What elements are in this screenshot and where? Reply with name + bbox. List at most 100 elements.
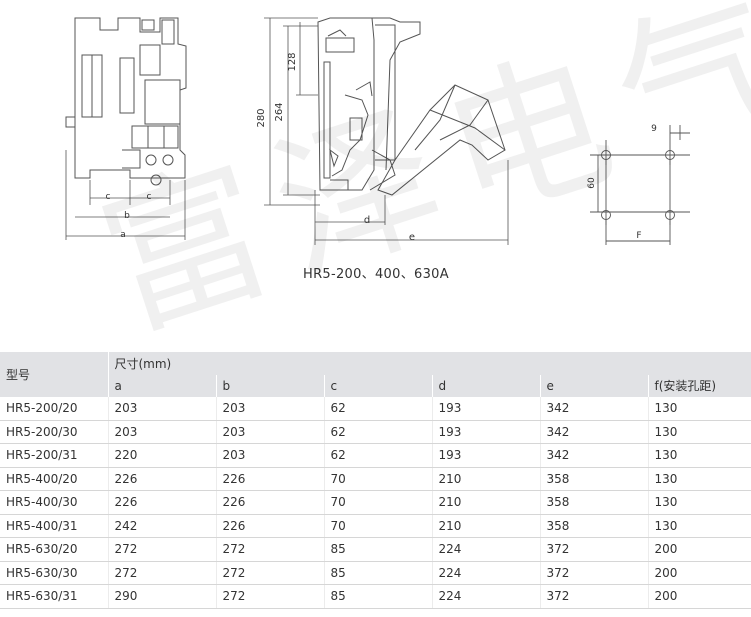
value-cell: 358	[539, 490, 648, 515]
dim-f-label: F	[636, 231, 641, 241]
side-view	[65, 17, 187, 186]
side-view-dims	[65, 150, 186, 240]
model-cell: HR5-630/30	[0, 561, 108, 585]
model-cell: HR5-400/30	[0, 490, 108, 515]
value-cell: 203	[107, 397, 216, 421]
value-cell: 70	[323, 467, 432, 491]
value-cell: 62	[323, 420, 432, 444]
value-cell: 372	[539, 561, 648, 585]
model-cell: HR5-200/30	[0, 420, 108, 444]
dim-9-label: 9	[651, 124, 657, 134]
value-cell: 224	[431, 561, 540, 585]
value-cell: 342	[539, 420, 648, 444]
value-cell: 130	[647, 420, 751, 444]
model-cell: HR5-400/20	[0, 467, 108, 491]
table-row: HR5-400/20 226 226 70 210 358 130	[0, 467, 751, 491]
table-row: HR5-200/31 220 203 62 193 342 130	[0, 443, 751, 468]
model-header: 型号	[0, 352, 109, 397]
drawing-caption: HR5-200、400、630A	[303, 267, 449, 282]
value-cell: 210	[431, 514, 540, 538]
value-cell: 193	[431, 443, 540, 468]
table-row: HR5-630/31 290 272 85 224 372 200	[0, 584, 751, 609]
dim-264-label: 264	[274, 102, 285, 121]
value-cell: 224	[431, 584, 540, 609]
value-cell: 203	[215, 443, 324, 468]
value-cell: 200	[647, 584, 751, 609]
value-cell: 242	[107, 514, 216, 538]
value-cell: 226	[215, 490, 324, 515]
value-cell: 85	[323, 561, 432, 585]
dim-d-label: d	[364, 215, 370, 226]
value-cell: 372	[539, 537, 648, 562]
table-header-row: 型号 尺寸(mm)	[0, 352, 751, 397]
value-cell: 342	[539, 397, 648, 421]
dim-c1-label: c	[106, 192, 111, 202]
dim-280-label: 280	[256, 108, 267, 127]
column-header-b: b	[215, 374, 324, 397]
value-cell: 272	[107, 537, 216, 562]
value-cell: 226	[215, 514, 324, 538]
value-cell: 226	[107, 490, 216, 515]
dim-a-label: a	[120, 230, 126, 240]
value-cell: 358	[539, 514, 648, 538]
value-cell: 130	[647, 397, 751, 421]
column-header-row: a b c d e f(安装孔距)	[0, 374, 751, 397]
column-header-a: a	[107, 374, 216, 397]
value-cell: 193	[431, 420, 540, 444]
model-cell: HR5-200/20	[0, 397, 108, 421]
value-cell: 130	[647, 490, 751, 515]
value-cell: 203	[215, 397, 324, 421]
table-row: HR5-630/20 272 272 85 224 372 200	[0, 537, 751, 562]
value-cell: 210	[431, 467, 540, 491]
value-cell: 342	[539, 443, 648, 468]
value-cell: 85	[323, 537, 432, 562]
main-view-dims	[264, 17, 509, 245]
column-header-e: e	[539, 374, 648, 397]
table-row: HR5-400/30 226 226 70 210 358 130	[0, 490, 751, 515]
dim-e-label: e	[409, 232, 415, 243]
value-cell: 226	[215, 467, 324, 491]
value-cell: 372	[539, 584, 648, 609]
dim-128-label: 128	[287, 52, 298, 71]
main-view	[317, 17, 506, 196]
value-cell: 226	[107, 467, 216, 491]
column-header-c: c	[323, 374, 432, 397]
model-cell: HR5-630/20	[0, 537, 108, 562]
value-cell: 85	[323, 584, 432, 609]
value-cell: 130	[647, 443, 751, 468]
column-header-d: d	[431, 374, 540, 397]
value-cell: 130	[647, 467, 751, 491]
technical-drawing: c c b a 280 264 128 d	[65, 17, 690, 245]
column-header-f: f(安装孔距)	[647, 374, 751, 397]
value-cell: 193	[431, 397, 540, 421]
table-row: HR5-400/31 242 226 70 210 358 130	[0, 514, 751, 538]
value-cell: 290	[107, 584, 216, 609]
value-cell: 70	[323, 514, 432, 538]
value-cell: 224	[431, 537, 540, 562]
model-cell: HR5-200/31	[0, 443, 108, 468]
value-cell: 203	[107, 420, 216, 444]
value-cell: 272	[215, 561, 324, 585]
value-cell: 272	[107, 561, 216, 585]
dimension-table: 型号 尺寸(mm) a b c d e f(安装孔距) HR5-200/20 2…	[0, 352, 751, 609]
value-cell: 130	[647, 514, 751, 538]
value-cell: 70	[323, 490, 432, 515]
model-cell: HR5-400/31	[0, 514, 108, 538]
mounting-holes-view	[590, 125, 690, 245]
value-cell: 62	[323, 397, 432, 421]
value-cell: 200	[647, 561, 751, 585]
dim-60-label: 60	[587, 177, 597, 189]
value-cell: 220	[107, 443, 216, 468]
dim-b-label: b	[124, 211, 130, 221]
value-cell: 62	[323, 443, 432, 468]
value-cell: 272	[215, 537, 324, 562]
table-row: HR5-200/30 203 203 62 193 342 130	[0, 420, 751, 444]
table-row: HR5-630/30 272 272 85 224 372 200	[0, 561, 751, 585]
model-cell: HR5-630/31	[0, 584, 108, 609]
dimension-header: 尺寸(mm)	[107, 352, 751, 375]
value-cell: 358	[539, 467, 648, 491]
table-row: HR5-200/20 203 203 62 193 342 130	[0, 397, 751, 421]
value-cell: 272	[215, 584, 324, 609]
value-cell: 200	[647, 537, 751, 562]
value-cell: 203	[215, 420, 324, 444]
